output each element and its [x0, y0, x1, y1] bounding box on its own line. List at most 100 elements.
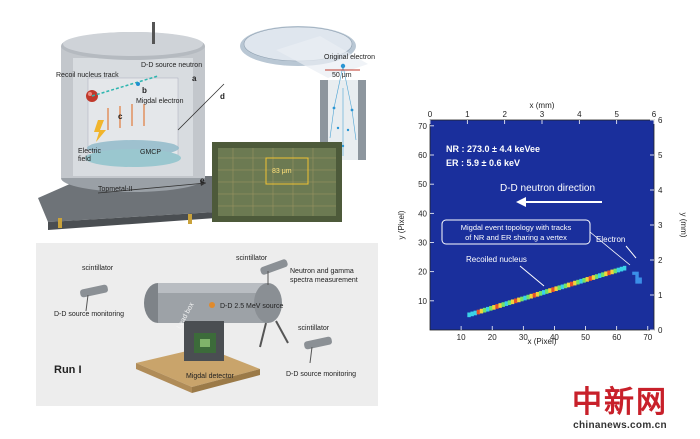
chinanews-watermark: 中新网 chinanews.com.cn	[572, 385, 668, 432]
annotation-recoiled-nucleus: Recoiled nucleus	[466, 255, 527, 264]
y-tick-label: 10	[418, 297, 427, 306]
top-x-tick-label: 2	[502, 110, 507, 119]
y-tick-label: 60	[418, 151, 427, 160]
nucleus-track-cell	[523, 295, 527, 301]
nucleus-track-cell	[560, 284, 565, 290]
electron-track-cell	[635, 271, 639, 275]
nucleus-track-cell	[594, 274, 599, 279]
nucleus-track-cell	[489, 305, 493, 311]
right-y-tick-label: 2	[658, 256, 663, 265]
scintillator-left	[80, 284, 108, 312]
label-migdal-detector: Migdal detector	[186, 373, 234, 380]
annotation-dd-direction: D-D neutron direction	[500, 183, 595, 194]
top-x-tick-label: 5	[614, 110, 619, 119]
nucleus-track-cell	[486, 306, 490, 312]
nucleus-track-cell	[532, 292, 537, 298]
nucleus-track-cell	[619, 266, 624, 272]
nucleus-track-cell	[588, 276, 593, 281]
right-y-tick-label: 6	[658, 116, 663, 125]
scintillator-top	[260, 259, 288, 285]
watermark-chinese: 中新网	[572, 385, 668, 420]
x-tick-label: 20	[488, 333, 497, 342]
letter-d: d	[220, 92, 225, 101]
nucleus-track-cell	[554, 286, 558, 292]
label-pitch-50: 50 μm	[332, 72, 352, 79]
right-y-tick-label: 0	[658, 326, 663, 335]
label-pitch-83: 83 μm	[272, 168, 292, 175]
electron-track-cell	[635, 280, 639, 284]
top-x-tick-label: 6	[652, 110, 657, 119]
label-scintillator-top: scintillator	[236, 255, 268, 262]
nucleus-track-cell	[610, 269, 614, 275]
nucleus-track-cell	[551, 287, 555, 292]
annotation-topology-line2: of NR and ER sharing a vertex	[465, 233, 567, 242]
nucleus-track-cell	[526, 294, 530, 300]
right-y-tick-label: 4	[658, 186, 663, 195]
nucleus-track-cell	[482, 307, 487, 313]
annotation-er: ER : 5.9 ± 0.6 keV	[446, 158, 520, 168]
nucleus-track-cell	[467, 312, 471, 318]
label-recoil-track: Recoil nucleus track	[56, 72, 119, 79]
x-tick-label: 40	[550, 333, 559, 342]
letter-e: e	[200, 176, 205, 185]
wooden-platform	[136, 347, 260, 387]
label-scintillator-right: scintillator	[298, 325, 330, 332]
nucleus-track-cell	[498, 303, 502, 308]
nucleus-track-cell	[563, 283, 568, 289]
nucleus-track-cell	[479, 308, 484, 314]
label-scintillator-left: scintillator	[82, 265, 114, 272]
electron-track-cell	[638, 280, 642, 284]
experiment-setup-illustration	[80, 259, 332, 393]
nucleus-track-cell	[495, 304, 499, 309]
electron-track-cell	[638, 277, 642, 281]
setup-title: Run I	[54, 364, 82, 376]
y-tick-label: 50	[418, 180, 427, 189]
nucleus-track-cell	[576, 279, 580, 285]
nucleus-track-cell	[476, 309, 481, 315]
top-x-tick-label: 4	[577, 110, 582, 119]
label-dd-monitoring-left: D-D source monitoring	[54, 311, 125, 318]
top-x-tick-label: 1	[465, 110, 470, 119]
label-topmetal: Topmetal-II	[98, 186, 133, 193]
y-tick-label: 20	[418, 268, 427, 277]
right-y-tick-label: 1	[658, 291, 663, 300]
label-spectra-measurement: Neutron and gamma spectra measurement	[290, 268, 358, 284]
nucleus-track-cell	[504, 301, 509, 306]
nucleus-track-cell	[573, 280, 577, 286]
y-tick-label: 70	[418, 122, 427, 131]
nucleus-track-cell	[585, 277, 589, 282]
nucleus-track-cell	[604, 271, 608, 277]
nucleus-track-cell	[520, 296, 524, 302]
nucleus-track-cell	[566, 282, 571, 288]
nucleus-track-cell	[607, 270, 611, 276]
label-original-electron: Original electron	[324, 54, 375, 61]
label-gmcp: GMCP	[140, 149, 161, 156]
label-dd-25mev: D-D 2.5 MeV source	[220, 303, 284, 310]
nucleus-track-cell	[470, 311, 474, 317]
nucleus-track-cell	[514, 298, 518, 304]
label-migdal-electron: Migdal electron	[136, 98, 184, 105]
nucleus-track-cell	[507, 300, 512, 306]
top-x-tick-label: 3	[540, 110, 545, 119]
label-electric-field: Electric field	[78, 148, 101, 163]
nucleus-track-cell	[545, 289, 549, 294]
x-tick-label: 70	[643, 333, 652, 342]
electron-track-cell	[635, 274, 639, 278]
nucleus-track-cell	[557, 285, 561, 291]
label-dd-monitoring-right: D-D source monitoring	[286, 371, 357, 378]
nucleus-track-cell	[542, 290, 546, 295]
experiment-setup-panel: Run I scintillator D-D source monitoring…	[36, 243, 378, 406]
x-tick-label: 50	[581, 333, 590, 342]
nucleus-track-cell	[570, 281, 574, 287]
x-tick-label: 30	[519, 333, 528, 342]
nucleus-track-cell	[510, 299, 515, 305]
right-y-tick-label: 3	[658, 221, 663, 230]
watermark-domain: chinanews.com.cn	[573, 420, 667, 431]
letter-b: b	[142, 86, 147, 95]
nucleus-track-cell	[616, 267, 621, 273]
annotation-electron: Electron	[596, 235, 625, 244]
nucleus-track-cell	[473, 310, 477, 316]
y-tick-label: 40	[418, 209, 427, 218]
